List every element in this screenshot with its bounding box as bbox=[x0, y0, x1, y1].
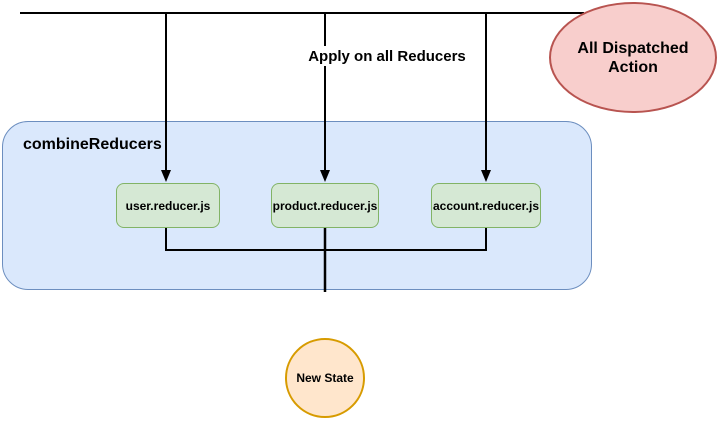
reducer-box-account: account.reducer.js bbox=[431, 183, 541, 228]
reducer-box-product: product.reducer.js bbox=[271, 183, 379, 228]
arrowhead-user bbox=[161, 170, 171, 182]
new-state-circle: New State bbox=[285, 338, 365, 418]
arrowhead-product bbox=[320, 170, 330, 182]
apply-on-all-reducers-label: Apply on all Reducers bbox=[300, 46, 474, 66]
all-dispatched-action-ellipse: All Dispatched Action bbox=[549, 2, 717, 113]
combine-reducers-label: combineReducers bbox=[23, 136, 162, 153]
arrowhead-account bbox=[481, 170, 491, 182]
reducer-box-user: user.reducer.js bbox=[116, 183, 220, 228]
